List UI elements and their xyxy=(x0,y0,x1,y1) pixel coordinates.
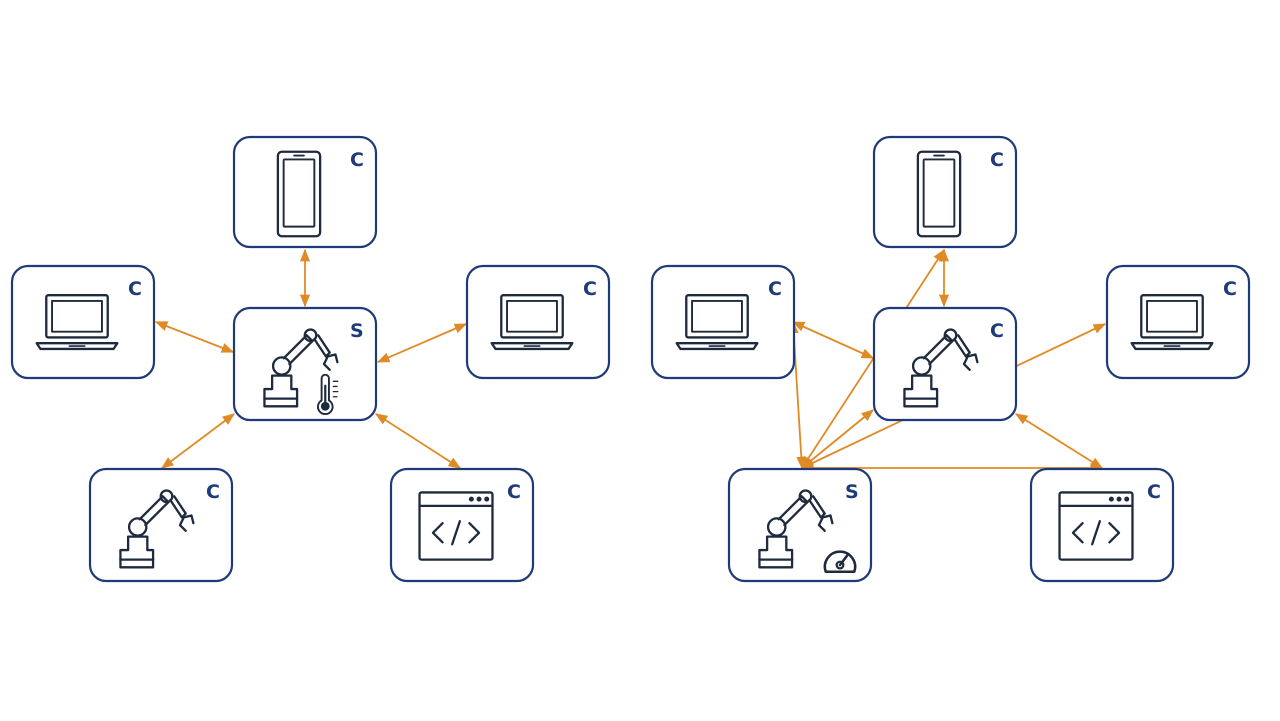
role-label: C xyxy=(990,320,1004,342)
link-arrow-d1-robot-center-to-d1-code xyxy=(374,413,462,469)
role-label: C xyxy=(350,149,364,171)
role-label: C xyxy=(507,481,521,503)
node-d2-robot-center: C xyxy=(872,306,1018,422)
node-frame xyxy=(872,135,1018,249)
node-frame xyxy=(872,306,1018,422)
node-d2-phone: C xyxy=(872,135,1018,249)
node-d2-robot-bottom: S xyxy=(727,467,873,583)
role-label: C xyxy=(128,278,142,300)
node-frame xyxy=(232,306,378,422)
node-d1-code: C xyxy=(389,467,535,583)
node-d2-laptop-right: C xyxy=(1105,264,1251,380)
node-d1-phone: C xyxy=(232,135,378,249)
node-frame xyxy=(88,467,234,583)
role-label: C xyxy=(768,278,782,300)
link-arrow-d1-robot-center-to-d1-laptop-right xyxy=(376,323,468,363)
node-layer: C C S C C C C C C C S C xyxy=(10,135,1251,583)
role-label: C xyxy=(583,278,597,300)
role-label: C xyxy=(1147,481,1161,503)
link-arrow-d2-robot-center-to-d2-code xyxy=(1014,413,1104,469)
node-frame xyxy=(232,135,378,249)
link-arrow-d1-robot-center-to-d1-laptop-left xyxy=(154,321,235,353)
node-frame xyxy=(389,467,535,583)
role-label: S xyxy=(845,481,859,503)
node-d2-code: C xyxy=(1029,467,1175,583)
node-d1-robot-center: S xyxy=(232,306,378,422)
role-label: S xyxy=(350,320,364,342)
role-label: C xyxy=(1223,278,1237,300)
node-frame xyxy=(1029,467,1175,583)
node-d1-laptop-right: C xyxy=(465,264,611,380)
link-arrow-d2-robot-center-to-d2-laptop-left xyxy=(791,321,875,359)
role-label: C xyxy=(990,149,1004,171)
role-label: C xyxy=(206,481,220,503)
link-arrow-d1-robot-center-to-d1-robot-bottom xyxy=(160,413,236,469)
node-d2-laptop-left: C xyxy=(650,264,796,380)
node-d1-robot-bottom: C xyxy=(88,467,234,583)
node-d1-laptop-left: C xyxy=(10,264,156,380)
